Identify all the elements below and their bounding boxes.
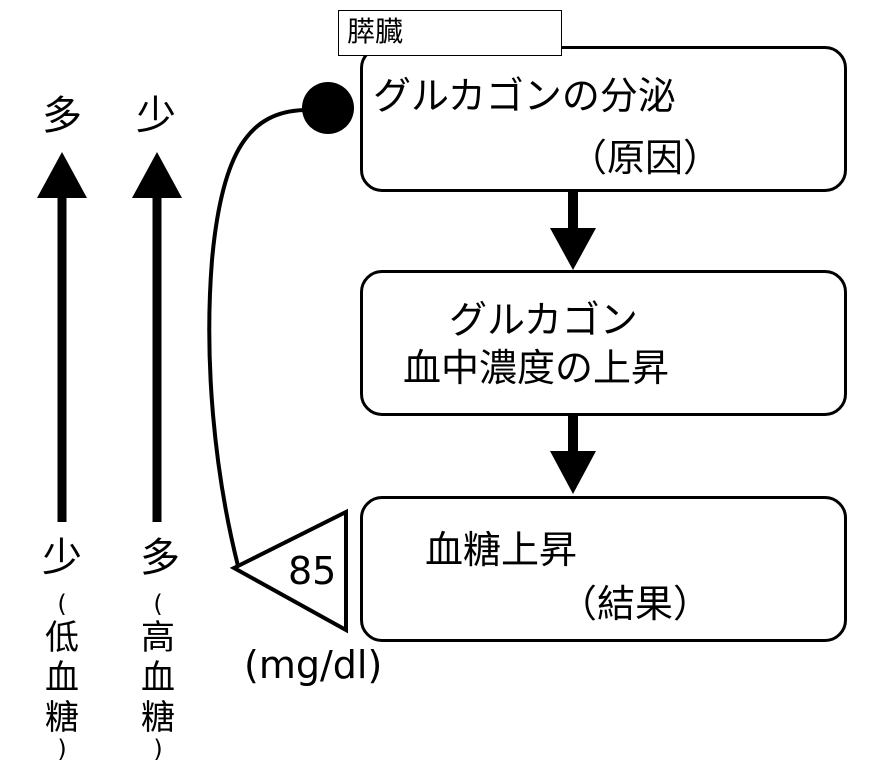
note-char: ): [153, 735, 163, 763]
note-char: 高: [141, 618, 175, 658]
result-line1: 血糖上昇: [425, 528, 578, 572]
result-line2: （結果）: [559, 582, 712, 626]
note-char: (: [57, 590, 67, 618]
note-char: (: [153, 590, 163, 618]
note-char: 血: [141, 658, 175, 698]
effector-dot: [302, 82, 354, 134]
note-char: 糖: [45, 698, 79, 738]
sensor-value: 85: [288, 549, 337, 593]
middle-line2: 血中濃度の上昇: [403, 346, 670, 390]
scale2-bottom-note: ( 高 血 糖 ): [138, 590, 178, 763]
note-char: ): [57, 735, 67, 763]
note-char: 糖: [141, 698, 175, 738]
scale2-top-label: 少: [136, 93, 176, 139]
scale1-top-label: 多: [42, 93, 82, 139]
result-box: 血糖上昇 （結果）: [360, 496, 847, 642]
feedback-curve: [207, 108, 305, 567]
scale2-bottom-label: 多: [140, 535, 180, 581]
sensor-triangle: [229, 508, 348, 634]
organ-label: 膵臓: [338, 10, 562, 56]
note-char: 低: [45, 618, 79, 658]
scale1-bottom-note: ( 低 血 糖 ): [42, 590, 82, 763]
middle-box: グルカゴン 血中濃度の上昇: [360, 270, 847, 416]
arrow-middle-to-result: [550, 403, 596, 494]
cause-line1: グルカゴンの分泌: [373, 74, 676, 118]
scale-arrow-left: [37, 152, 87, 522]
scale1-bottom-label: 少: [42, 535, 82, 581]
note-char: 血: [45, 658, 79, 698]
scale-arrow-right: [132, 152, 182, 522]
cause-line2: （原因）: [569, 136, 722, 180]
cause-box: グルカゴンの分泌 （原因）: [360, 46, 847, 192]
sensor-unit: (mg/dl): [244, 643, 383, 687]
middle-line1: グルカゴン: [449, 298, 638, 342]
